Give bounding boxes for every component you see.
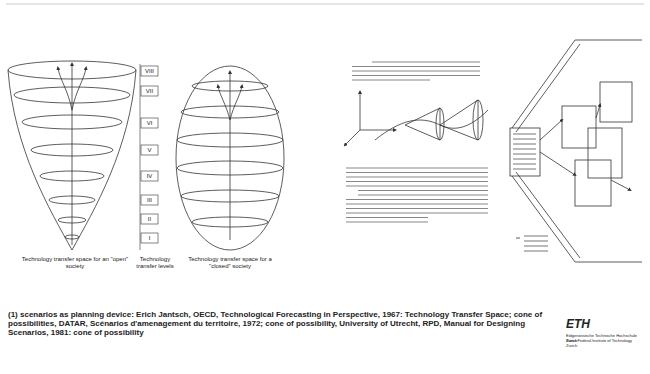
text-stroke [352, 70, 480, 71]
text-stroke [346, 208, 488, 209]
text-stroke [352, 66, 480, 67]
text-stroke [513, 169, 536, 170]
scanned-text [346, 62, 488, 222]
text-stroke [513, 149, 536, 150]
text-stroke [346, 212, 488, 213]
text-stroke [513, 144, 536, 145]
text-stroke [346, 181, 488, 182]
level-numeral: VII [142, 86, 157, 96]
text-stroke [346, 203, 488, 204]
level-numeral: VI [142, 118, 157, 128]
text-stroke [352, 75, 480, 76]
text-stroke [346, 217, 428, 218]
caption: (1) scenarios as planning device: Erich … [8, 310, 543, 338]
level-numeral: V [142, 145, 157, 155]
logo-text: ETH [566, 318, 626, 332]
cone-of-possibility-graph [345, 92, 488, 145]
text-stroke [372, 61, 480, 62]
level-numeral: I [142, 233, 157, 243]
text-stroke [513, 159, 536, 160]
level-numeral: III [142, 195, 157, 205]
text-stroke [524, 241, 548, 242]
text-stroke [513, 164, 536, 165]
figure-label: Technology transfer space for a "closed"… [178, 256, 282, 270]
figure-label: Technology transfer levels [136, 256, 174, 270]
text-stroke [513, 134, 536, 135]
level-numeral: IV [142, 171, 157, 181]
text-stroke [346, 167, 488, 168]
text-stroke [524, 236, 548, 237]
box-text-texture [513, 134, 548, 251]
text-stroke [513, 139, 536, 140]
text-stroke [352, 79, 430, 80]
level-numeral: II [142, 214, 157, 224]
text-stroke [524, 246, 548, 247]
logo-text: Swiss Federal Institute of Technology Zu… [566, 339, 644, 348]
text-stroke [346, 221, 428, 222]
closed-sphere [176, 66, 284, 250]
text-stroke [346, 185, 488, 186]
open-cone [8, 61, 158, 250]
level-numeral: VIII [142, 66, 157, 76]
text-stroke [524, 251, 548, 252]
scenario-funnel [510, 40, 642, 262]
text-stroke [358, 194, 488, 195]
text-stroke [346, 199, 488, 200]
text-stroke [513, 154, 536, 155]
text-stroke [346, 172, 488, 173]
text-stroke [358, 190, 488, 191]
text-stroke [346, 176, 488, 177]
figure-label: Technology transfer space for an "open" … [20, 256, 130, 270]
